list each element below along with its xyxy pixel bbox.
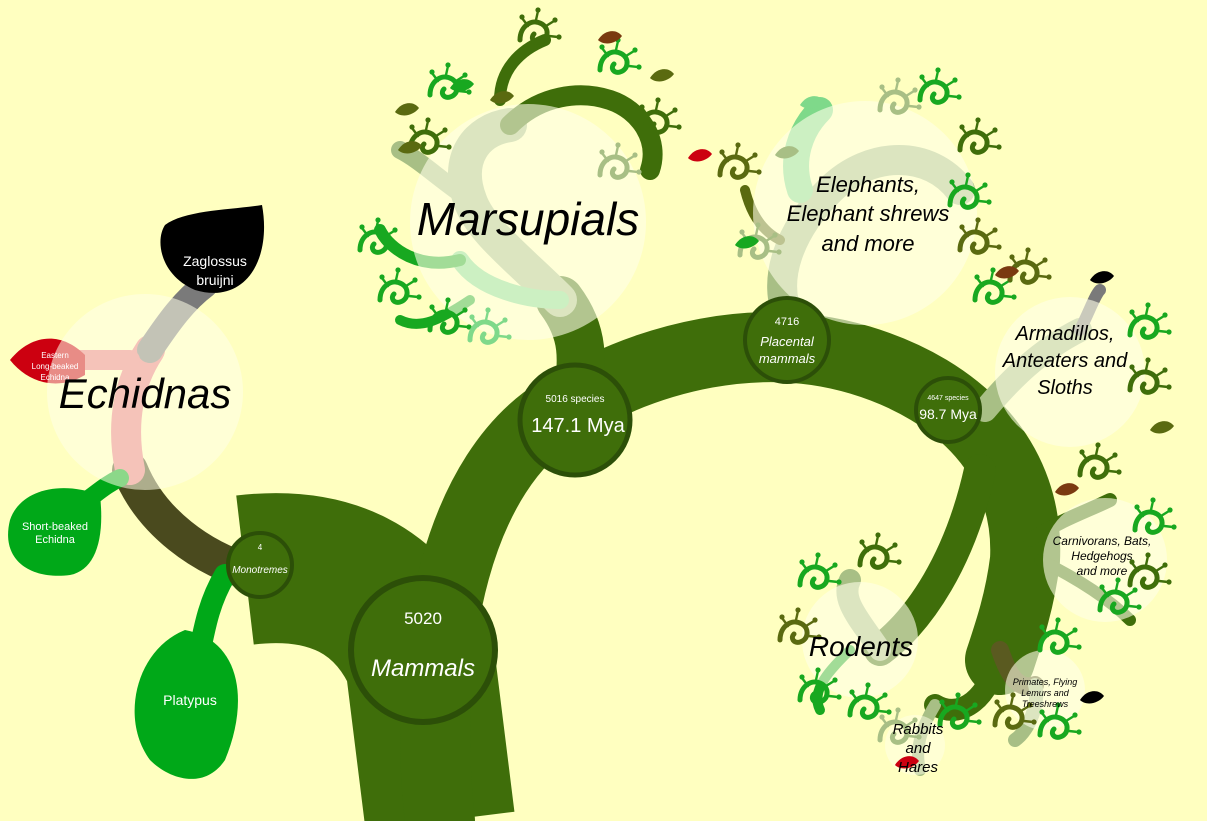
xenarthra-crown — [973, 284, 1145, 447]
echidnas-label[interactable]: Echidnas — [59, 370, 232, 417]
platypus-label[interactable]: Platypus — [163, 692, 217, 708]
xenarthra-split-age: 98.7 Mya — [919, 406, 977, 422]
zaglossus-label-line2[interactable]: bruijni — [196, 272, 233, 288]
rodents-label[interactable]: Rodents — [809, 631, 913, 662]
placental-count: 4716 — [775, 316, 799, 328]
platypus-leaf — [134, 630, 238, 779]
afrotheria-label-line1[interactable]: Elephants, — [816, 172, 920, 197]
primates-label-line1[interactable]: Primates, Flying — [1013, 677, 1078, 687]
xenarthra-label-line3[interactable]: Sloths — [1037, 377, 1093, 399]
laurasiatheria-label-line2[interactable]: Hedgehogs — [1071, 549, 1132, 563]
zaglossus-label-line1[interactable]: Zaglossus — [183, 253, 247, 269]
marsupial-crown — [374, 34, 663, 340]
laurasiatheria-label-line1[interactable]: Carnivorans, Bats, — [1053, 534, 1152, 548]
mammals-node[interactable] — [348, 575, 498, 725]
eastern-label-line1[interactable]: Eastern — [41, 351, 69, 360]
primates-label-line3[interactable]: Treeshrews — [1022, 699, 1069, 709]
marsupial-split-count: 5016 species — [546, 394, 605, 405]
primates-label-line2[interactable]: Lemurs and — [1021, 688, 1070, 698]
placental-node[interactable] — [743, 296, 831, 384]
afrotheria-label-line2[interactable]: Elephant shrews — [787, 201, 950, 226]
short-beaked-label-line1[interactable]: Short-beaked — [22, 521, 88, 533]
mammals-label: Mammals — [371, 655, 475, 682]
placental-label-line2: mammals — [759, 351, 816, 366]
monotremes-count: 4 — [258, 543, 263, 552]
lagomorphs-label-line2[interactable]: and — [905, 740, 931, 757]
monotremes-label: Monotremes — [232, 565, 288, 576]
lagomorphs-label-line3[interactable]: Hares — [898, 759, 939, 776]
zaglossus-leaf — [160, 205, 265, 293]
afrotheria-label-line3[interactable]: and more — [822, 231, 915, 256]
laurasiatheria-label-line3[interactable]: and more — [1077, 564, 1128, 578]
placental-label-line1: Placental — [760, 334, 815, 349]
eastern-label-line3[interactable]: Echidna — [41, 373, 70, 382]
eastern-label-line2[interactable]: Long-beaked — [32, 362, 79, 371]
monotremes-node[interactable] — [226, 531, 294, 599]
xenarthra-split-node[interactable] — [914, 376, 982, 444]
xenarthra-split-count: 4647 species — [927, 395, 969, 402]
marsupial-split-node[interactable] — [517, 362, 633, 478]
short-beaked-label-line2[interactable]: Echidna — [35, 534, 76, 546]
echidnas-highlight-circle — [47, 294, 243, 490]
xenarthra-label-line2[interactable]: Anteaters and — [1002, 350, 1128, 372]
mammals-count: 5020 — [404, 609, 442, 628]
primates-crown — [1005, 650, 1085, 747]
short-beaked-echidna-leaf — [8, 488, 102, 576]
xenarthra-label-line1[interactable]: Armadillos, — [1015, 323, 1115, 345]
lagomorphs-label-line1[interactable]: Rabbits — [893, 721, 944, 738]
afrotheria-crown — [740, 97, 977, 335]
marsupial-split-age: 147.1 Mya — [531, 415, 625, 437]
marsupials-label[interactable]: Marsupials — [417, 193, 639, 245]
